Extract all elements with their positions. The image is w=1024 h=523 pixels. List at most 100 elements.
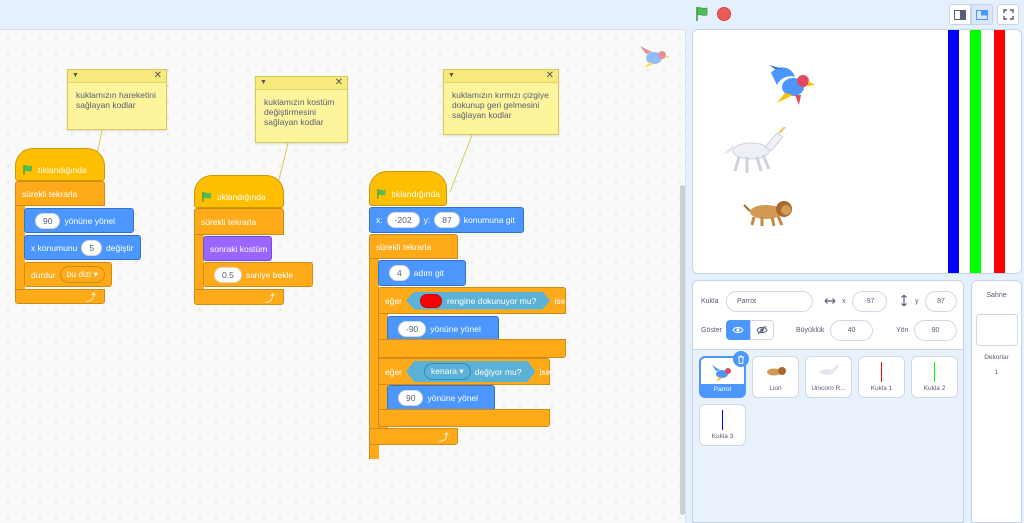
y-label: y — [915, 298, 919, 305]
steps-input[interactable]: 4 — [389, 265, 410, 281]
stage[interactable] — [692, 29, 1022, 274]
change-x-block[interactable]: x konumunu 5 değiştir — [24, 235, 141, 260]
size-label: Büyüklük — [796, 327, 825, 334]
sprite-name-label: Kukla — [701, 298, 719, 305]
comment-note[interactable]: ▼✕ kuklamızın hareketini sağlayan kodlar — [67, 69, 167, 130]
size-input[interactable]: 40 — [830, 320, 873, 341]
wait-input[interactable]: 0.5 — [214, 266, 242, 283]
forever-bottom[interactable]: ⤴ — [369, 428, 458, 445]
when-flag-clicked-block[interactable]: tıklandığında — [369, 171, 447, 206]
x-label: x — [842, 298, 846, 305]
y-input[interactable]: 87 — [925, 291, 957, 312]
touching-color-condition[interactable]: rengine dokunuyor mu? — [406, 292, 550, 310]
block-label: tıklandığında — [391, 188, 440, 199]
y-arrows-icon — [901, 294, 907, 307]
block-label: değiştir — [106, 242, 134, 253]
small-stage-button[interactable] — [949, 4, 971, 25]
chevron-down-icon[interactable]: ▼ — [448, 72, 455, 79]
change-x-input[interactable]: 5 — [81, 239, 103, 256]
backdrops-count: 1 — [994, 369, 999, 376]
direction-input[interactable]: 90 — [398, 390, 424, 406]
stage-selector[interactable]: Sahne Dekorlar 1 — [971, 280, 1022, 523]
if-bottom — [378, 339, 566, 358]
sprite-tile-label: Unicorn R... — [811, 385, 846, 392]
direction-input[interactable]: 90 — [914, 320, 957, 341]
fullscreen-button[interactable] — [997, 4, 1019, 25]
point-in-direction-block[interactable]: 90 yönüne yönel — [24, 208, 134, 233]
stop-icon[interactable] — [717, 7, 731, 21]
block-label: x konumunu — [31, 242, 78, 253]
if-bottom — [378, 409, 550, 427]
show-sprite-button[interactable] — [726, 320, 750, 340]
loop-arrow-icon: ⤴ — [265, 293, 275, 305]
chevron-down-icon[interactable]: ▼ — [72, 72, 79, 79]
forever-bottom[interactable]: ⤴ — [15, 289, 105, 304]
sprite-name-input[interactable]: Parrot — [726, 291, 813, 312]
normal-stage-button[interactable] — [971, 4, 993, 25]
sprite-tile-label: Parrot — [701, 384, 744, 396]
block-label: sonraki kostüm — [210, 243, 268, 254]
sprite-tile-kukla-1[interactable]: Kukla 1 — [858, 356, 905, 398]
stop-block[interactable]: durdur bu dizi ▾ — [24, 262, 112, 287]
vertical-scrollbar[interactable] — [680, 185, 685, 515]
sprite-tile-lion[interactable]: Lion — [752, 356, 799, 398]
sprite-tile-kukla-2[interactable]: Kukla 2 — [911, 356, 958, 398]
direction-input[interactable]: 90 — [35, 212, 61, 229]
next-costume-block[interactable]: sonraki kostüm — [203, 236, 272, 261]
forever-bottom[interactable]: ⤴ — [194, 289, 284, 305]
code-area[interactable]: ▼✕ kuklamızın hareketini sağlayan kodlar… — [0, 29, 686, 523]
green-flag-icon — [202, 191, 211, 202]
x-input[interactable]: -202 — [386, 212, 420, 228]
close-icon[interactable]: ✕ — [153, 70, 162, 81]
parrot-sprite[interactable] — [765, 63, 819, 107]
x-input[interactable]: -97 — [852, 291, 887, 312]
if-then-block[interactable]: eğer rengine dokunuyor mu? ise — [378, 287, 566, 314]
close-icon[interactable]: ✕ — [334, 77, 343, 88]
block-label: konumuna git — [463, 215, 515, 225]
stage-thumbnail[interactable] — [976, 314, 1018, 346]
loop-arrow-icon: ⤴ — [86, 293, 96, 304]
block-label: ise — [539, 366, 551, 377]
sprite-tile-kukla-3[interactable]: Kukla 3 — [699, 404, 746, 446]
lion-sprite[interactable] — [742, 197, 798, 227]
hide-sprite-button[interactable] — [750, 320, 774, 340]
sprite-list: Parrot Lion Unicorn R... Kukla 1 Kukla 2… — [692, 350, 964, 523]
forever-arm — [369, 259, 379, 459]
comment-note[interactable]: ▼✕ kuklamızın kostüm değiştirmesini sağl… — [255, 76, 348, 143]
direction-input[interactable]: -90 — [398, 321, 427, 337]
chevron-down-icon[interactable]: ▼ — [260, 79, 267, 86]
green-line-thumbnail — [912, 361, 957, 383]
touching-edge-condition[interactable]: kenara ▾ değiyor mu? — [406, 361, 535, 382]
sprite-tile-unicorn[interactable]: Unicorn R... — [805, 356, 852, 398]
forever-block[interactable]: sürekli tekrarla — [369, 234, 458, 259]
sprite-info-panel: Kukla Parrot x -97 y 87 Göster Büyüklük … — [692, 280, 964, 350]
when-flag-clicked-block[interactable]: tıklandığında — [194, 175, 284, 208]
comment-note[interactable]: ▼✕ kuklamızın kırmızı çizgiye dokunup ge… — [443, 69, 559, 135]
color-swatch[interactable] — [420, 294, 442, 308]
y-input[interactable]: 87 — [434, 212, 460, 228]
forever-block[interactable]: sürekli tekrarla — [15, 181, 105, 206]
point-in-direction-block[interactable]: 90 yönüne yönel — [387, 385, 495, 411]
green-flag-icon[interactable] — [694, 6, 710, 22]
if-then-block[interactable]: eğer kenara ▾ değiyor mu? ise — [378, 358, 550, 385]
loop-arrow-icon: ⤴ — [439, 433, 449, 444]
unicorn-sprite[interactable] — [721, 127, 787, 175]
stage-title: Sahne — [986, 292, 1007, 299]
when-flag-clicked-block[interactable]: tıklandığında — [15, 148, 105, 181]
block-label: eğer — [385, 366, 403, 377]
stop-option-dropdown[interactable]: bu dizi ▾ — [59, 266, 105, 283]
wait-block[interactable]: 0.5 saniye bekle — [203, 262, 313, 287]
forever-arm — [194, 235, 204, 291]
move-steps-block[interactable]: 4 adım git — [378, 260, 466, 286]
touching-object-dropdown[interactable]: kenara ▾ — [424, 363, 471, 380]
delete-sprite-button[interactable] — [733, 351, 749, 367]
red-line — [994, 30, 1005, 273]
block-label: tıklandığında — [217, 191, 266, 202]
block-label: eğer — [385, 295, 403, 306]
green-line — [970, 30, 981, 273]
forever-block[interactable]: sürekli tekrarla — [194, 208, 284, 235]
close-icon[interactable]: ✕ — [545, 70, 554, 81]
eye-slash-icon — [756, 325, 768, 335]
block-label: sürekli tekrarla — [201, 216, 257, 227]
go-to-xy-block[interactable]: x: -202 y: 87 konumuna git — [369, 207, 524, 233]
